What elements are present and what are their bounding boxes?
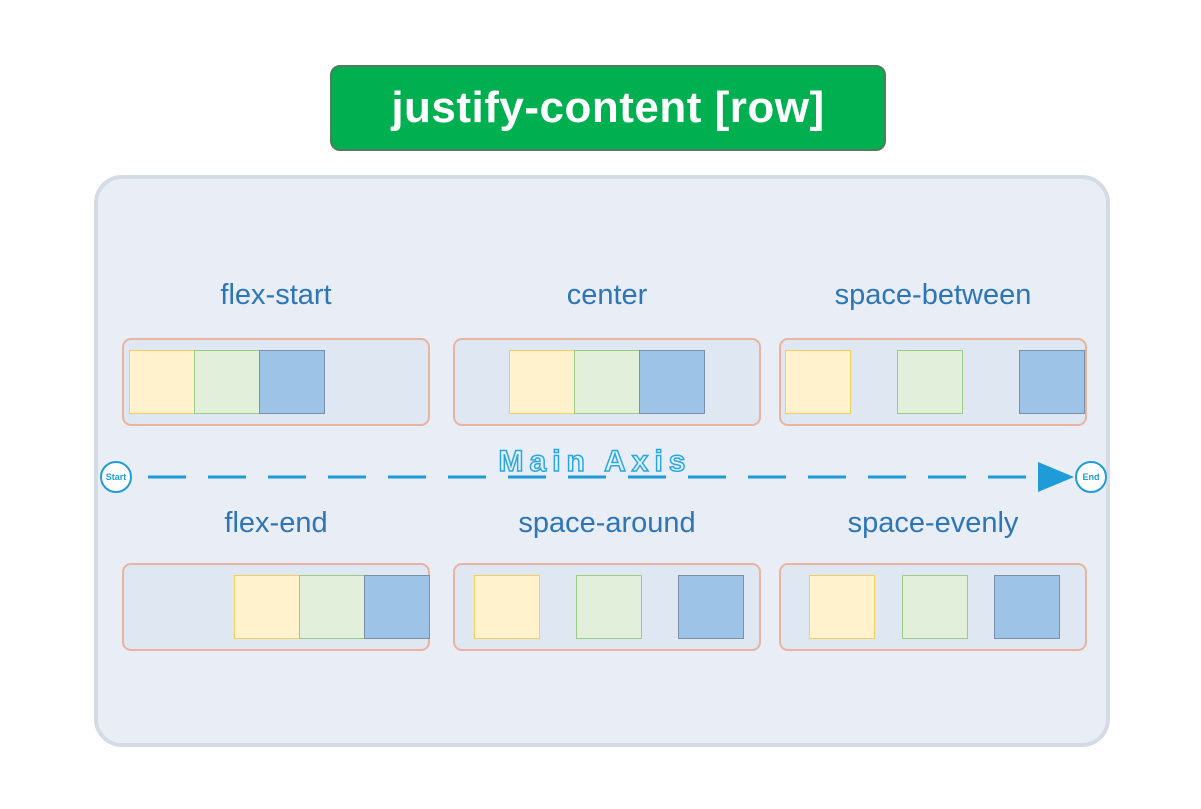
example-label-center: center <box>566 279 648 311</box>
flex-item-green <box>299 575 365 639</box>
flex-item-blue <box>678 575 744 639</box>
diagram-title: justify-content [row] <box>391 83 825 132</box>
space-between-container <box>779 338 1087 426</box>
example-label-flex-start: flex-start <box>220 279 332 311</box>
example-label-flex-end: flex-end <box>224 507 328 539</box>
flex-item-green <box>194 350 260 414</box>
flex-item-yellow <box>785 350 851 414</box>
example-label-space-evenly: space-evenly <box>847 507 1019 539</box>
diagram-canvas <box>94 175 1110 747</box>
flex-item-green <box>897 350 963 414</box>
main-axis-label: Main Axis <box>498 444 692 479</box>
flex-item-blue <box>364 575 430 639</box>
space-around-container <box>453 563 761 651</box>
axis-end-label: End <box>1082 472 1100 482</box>
flex-start-container <box>122 338 430 426</box>
title-banner: justify-content [row] <box>330 65 886 151</box>
flex-item-green <box>574 350 640 414</box>
example-label-space-around: space-around <box>518 507 696 539</box>
flex-item-blue <box>994 575 1060 639</box>
flex-item-green <box>902 575 968 639</box>
space-evenly-container <box>779 563 1087 651</box>
flex-item-yellow <box>809 575 875 639</box>
axis-end-node <box>1075 461 1107 493</box>
axis-start-node <box>100 461 132 493</box>
flex-item-yellow <box>129 350 195 414</box>
flex-item-blue <box>1019 350 1085 414</box>
flex-item-yellow <box>474 575 540 639</box>
flex-item-blue <box>259 350 325 414</box>
flex-item-green <box>576 575 642 639</box>
axis-start-label: Start <box>105 472 127 482</box>
flex-item-yellow <box>234 575 300 639</box>
flex-item-blue <box>639 350 705 414</box>
example-label-space-between: space-between <box>834 279 1032 311</box>
flex-end-container <box>122 563 430 651</box>
center-container <box>453 338 761 426</box>
